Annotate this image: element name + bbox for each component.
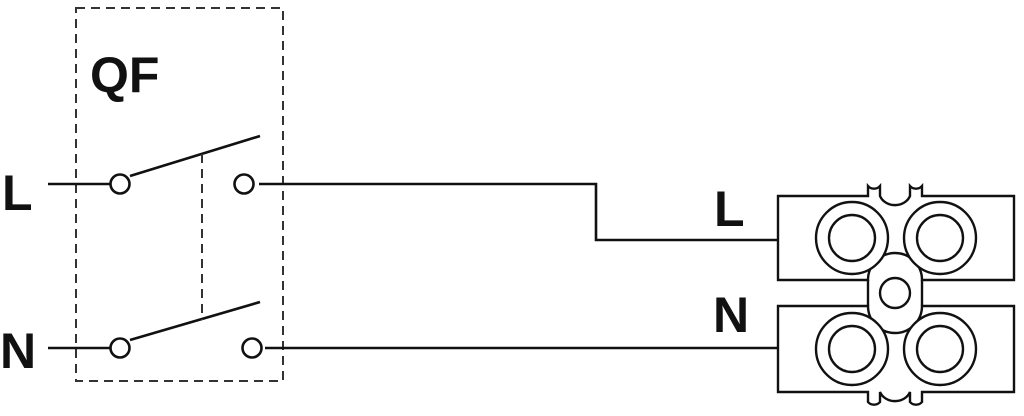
line-input-terminal [109,173,131,195]
breaker-label: QF [90,47,159,103]
terminal-line-label: L [714,181,745,237]
terminal-block [776,182,1016,406]
line-switch-blade [129,134,261,178]
line-screw-inner [827,213,877,263]
neutral-switch-blade [129,300,261,342]
line-screw-inner [915,213,965,263]
terminal-neutral-label: N [713,287,749,343]
neutral-input-terminal [109,337,131,359]
neutral-output-terminal [241,337,263,359]
terminal-block-center-hole [878,276,912,310]
input-line-label: L [2,165,33,221]
terminal-block-upper-body [776,182,1016,282]
terminal-block-lower-body [776,304,1016,406]
neutral-screw-inner [915,324,965,374]
line-output-terminal [233,173,255,195]
input-neutral-label: N [0,323,36,379]
line-output-wire [259,182,778,242]
neutral-screw-inner [827,324,877,374]
breaker-enclosure [75,7,284,382]
